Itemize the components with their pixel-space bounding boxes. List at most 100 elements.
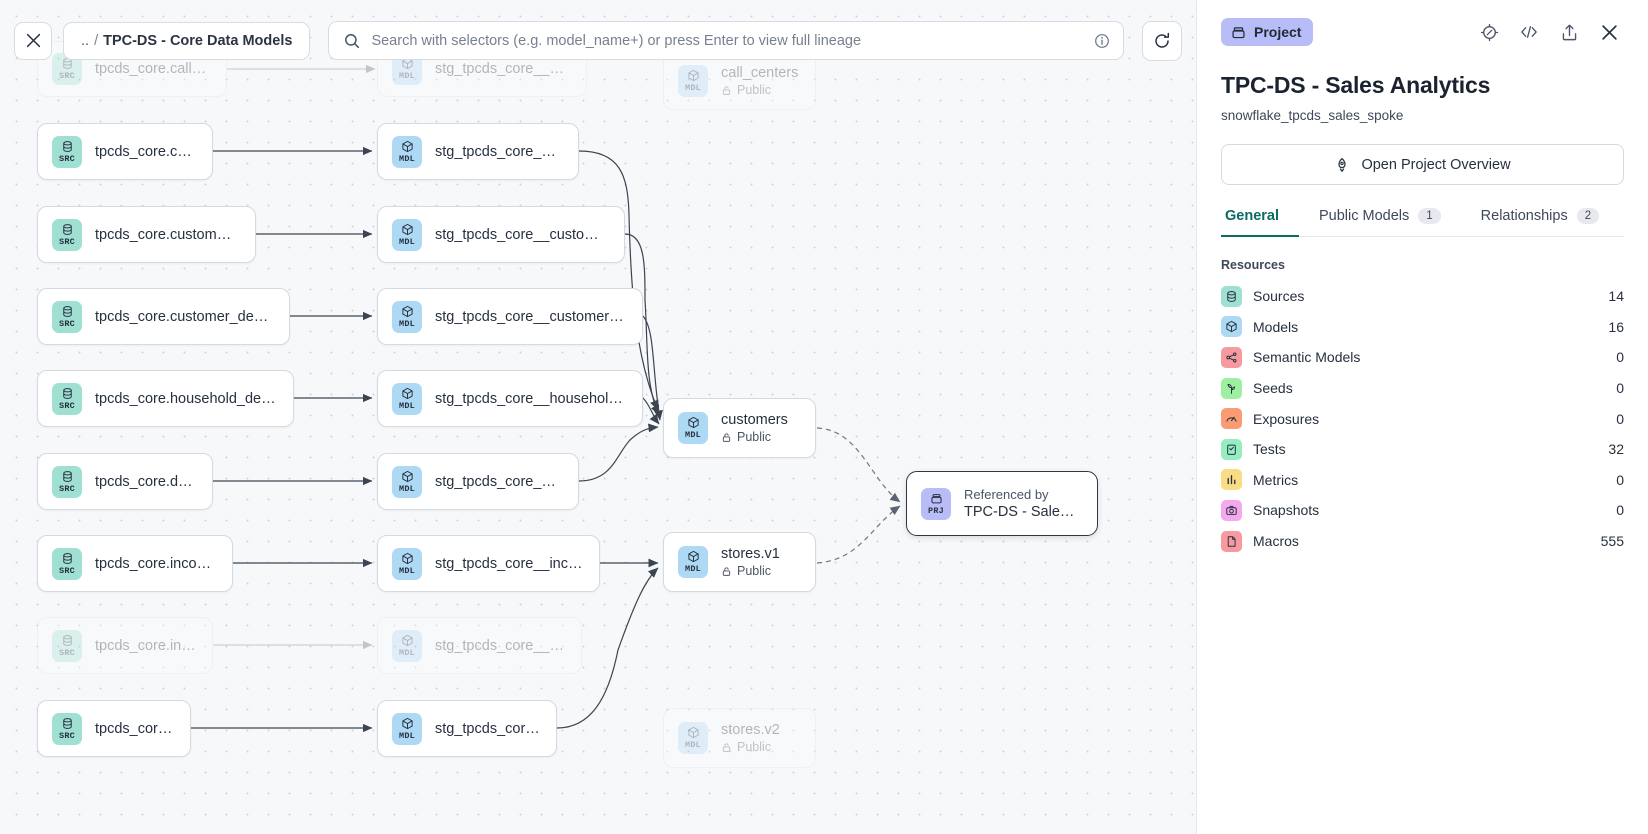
node-title: stg_tpcds_core__customer_address — [435, 226, 608, 243]
lock-icon — [722, 85, 731, 95]
project-icon — [1232, 26, 1245, 38]
database-icon — [62, 305, 72, 317]
badge-glyph — [401, 634, 414, 647]
lineage-node-mdl_cust_demo[interactable]: MDLstg_tpcds_core__customer_demogra… — [377, 288, 643, 345]
resource-row-metrics[interactable]: Metrics 0 — [1221, 465, 1624, 496]
open-project-overview-button[interactable]: Open Project Overview — [1221, 144, 1624, 185]
node-title: stg_tpcds_core__call_center — [435, 61, 570, 77]
lineage-node-mdl_store[interactable]: MDL stg_tpcds_core__store — [377, 700, 557, 757]
resource-count: 555 — [1600, 533, 1624, 550]
compass-button[interactable] — [1474, 17, 1504, 47]
node-type-badge-src: SRC — [52, 629, 82, 662]
tab-public-models[interactable]: Public Models 1 — [1299, 208, 1461, 237]
node-title: tpcds_core.customer_address — [95, 226, 239, 243]
node-text: stg_tpcds_core__customer_address — [435, 227, 608, 243]
lineage-canvas[interactable]: SRCtpcds_core.call_centerSRCtpcds_core.c… — [0, 0, 1197, 834]
node-text: tpcds_core.store — [95, 721, 174, 737]
tab-label: Public Models — [1319, 208, 1410, 224]
lineage-edges — [191, 64, 901, 733]
lock-icon — [722, 742, 731, 752]
badge-glyph — [61, 387, 74, 400]
database-icon — [62, 634, 72, 646]
node-type-badge-mdl: MDL — [392, 547, 422, 580]
resource-name: Metrics — [1253, 471, 1299, 488]
resource-name: Macros — [1253, 533, 1299, 550]
resource-name: Models — [1253, 318, 1299, 335]
badge-label: PRJ — [928, 505, 944, 516]
cube-icon — [401, 470, 413, 482]
badge-label: MDL — [399, 730, 415, 741]
resource-row-macros[interactable]: Macros 555 — [1221, 526, 1624, 557]
close-icon — [26, 33, 40, 48]
resource-name: Snapshots — [1253, 502, 1320, 519]
node-title: stg_tpcds_core__inventory — [435, 637, 565, 654]
node-text: stg_tpcds_core__store — [435, 721, 540, 737]
tab-general[interactable]: General — [1221, 208, 1299, 237]
project-type-chip-label: Project — [1254, 24, 1302, 40]
database-icon — [62, 387, 72, 399]
search-bar[interactable] — [328, 21, 1124, 60]
node-type-badge-src: SRC — [52, 135, 82, 168]
node-title: tpcds_core.customer — [95, 143, 196, 160]
code-button[interactable] — [1514, 17, 1544, 47]
badge-glyph — [401, 57, 414, 70]
cube-icon — [401, 223, 413, 235]
node-title: stores.v1 — [721, 546, 780, 562]
resource-name: Tests — [1253, 441, 1286, 458]
project-type-chip[interactable]: Project — [1221, 18, 1314, 46]
node-visibility: Public — [721, 740, 780, 754]
search-input[interactable] — [371, 32, 1083, 49]
cube-icon — [1221, 316, 1242, 338]
breadcrumb[interactable]: .. / TPC-DS - Core Data Models — [63, 21, 311, 60]
node-type-badge-mdl: MDL — [678, 65, 708, 97]
close-panel-button[interactable] — [1594, 17, 1624, 47]
info-icon[interactable] — [1094, 33, 1110, 49]
close-lineage-button[interactable] — [14, 21, 52, 60]
node-title: stg_tpcds_core__household_demogr… — [435, 390, 626, 407]
node-text: stg_tpcds_core__income_band — [435, 556, 583, 572]
clipboard-icon — [1221, 438, 1242, 460]
gauge-icon — [1221, 408, 1242, 430]
tab-count-badge: 1 — [1418, 208, 1441, 224]
badge-glyph — [930, 492, 943, 505]
refresh-button[interactable] — [1142, 20, 1182, 61]
resource-count: 0 — [1616, 380, 1624, 397]
resource-count: 0 — [1616, 471, 1624, 488]
lineage-node-src_customer[interactable]: SRC tpcds_core.customer — [37, 123, 213, 180]
badge-glyph — [687, 726, 700, 739]
share-button[interactable] — [1554, 17, 1584, 47]
lineage-node-mdl_hh_demo[interactable]: MDL stg_tpcds_core__household_demogr… — [377, 370, 643, 427]
badge-glyph — [401, 552, 414, 565]
badge-label: MDL — [399, 400, 415, 411]
badge-glyph — [687, 416, 700, 429]
node-type-badge-mdl: MDL — [678, 546, 708, 578]
lineage-node-mdl_income_band[interactable]: MDL stg_tpcds_core__income_band — [377, 535, 600, 592]
